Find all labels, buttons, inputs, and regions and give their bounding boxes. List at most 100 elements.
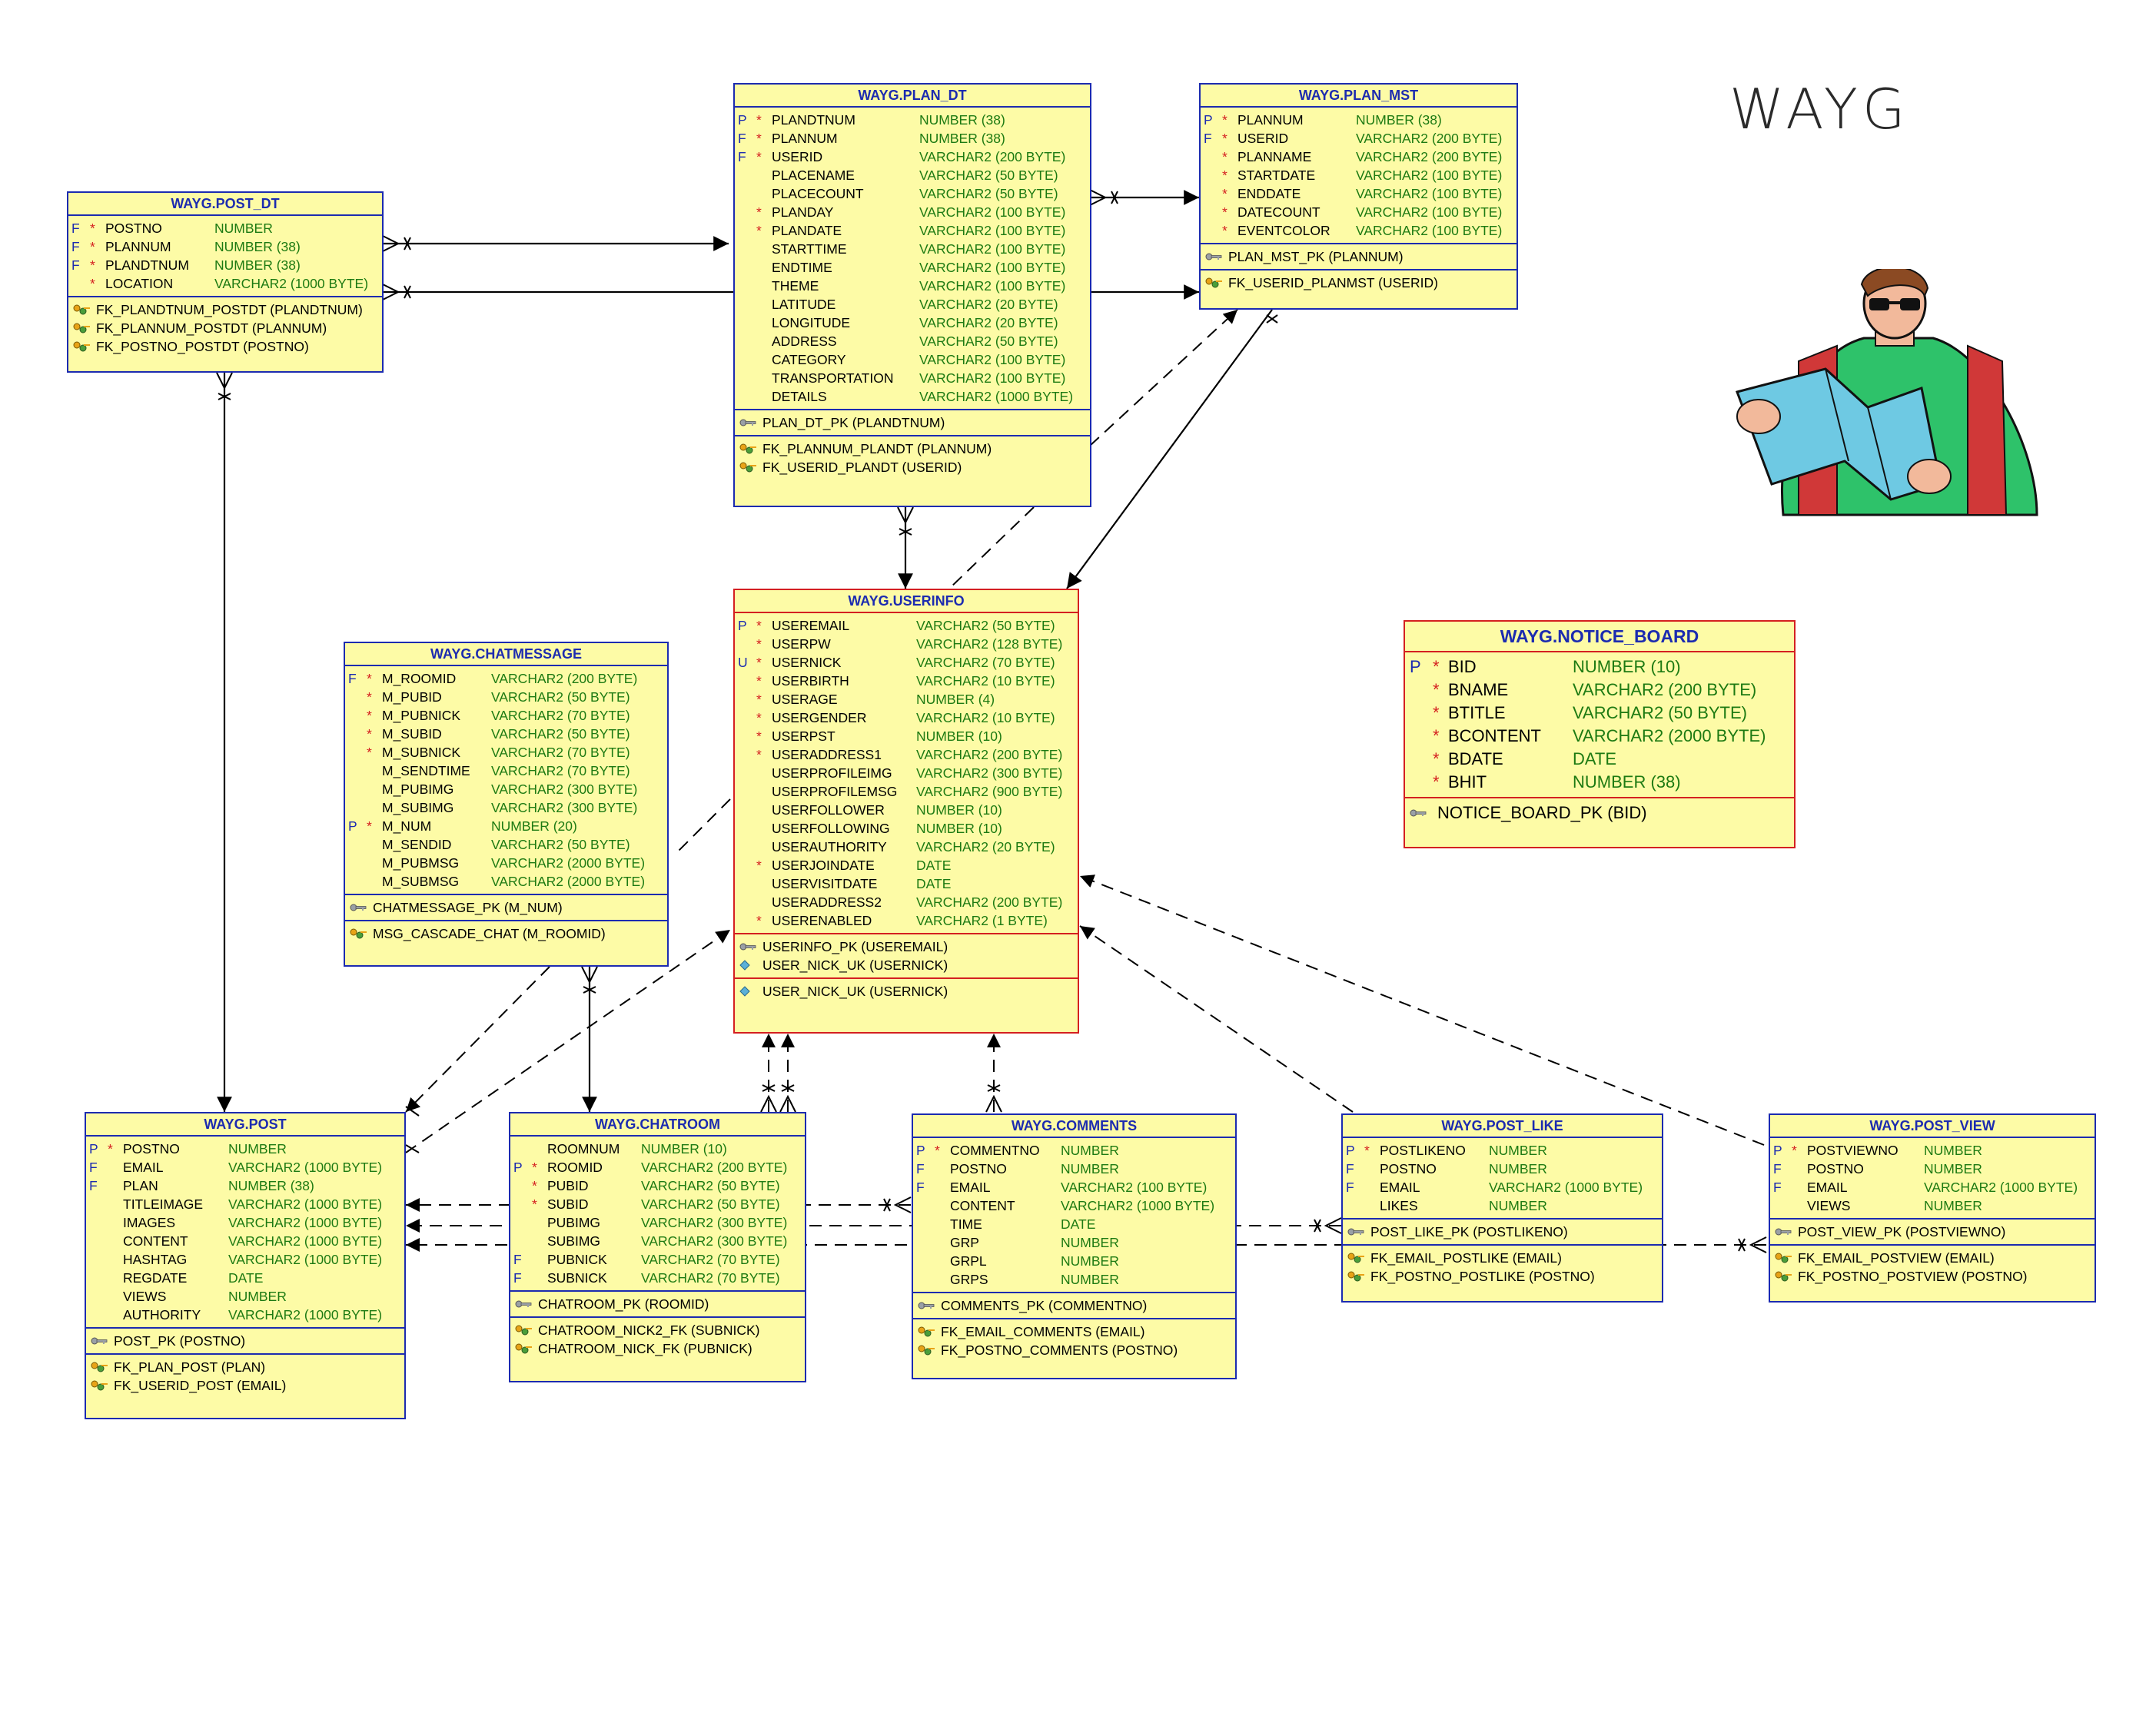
column-name: TITLEIMAGE <box>123 1196 204 1212</box>
column-name: USERNICK <box>772 655 842 670</box>
key-name: CHATMESSAGE_PK (M_NUM) <box>373 900 563 915</box>
column-name: M_SUBMSG <box>382 874 460 889</box>
column-type: NUMBER (20) <box>491 818 577 834</box>
mandatory-mark: * <box>532 1196 537 1212</box>
mandatory-mark: * <box>756 149 762 164</box>
rel-postlike-userinfo <box>1079 925 1354 1113</box>
mandatory-mark: * <box>1222 112 1227 128</box>
column-type: NUMBER <box>214 221 273 236</box>
mandatory-mark: * <box>367 818 372 834</box>
column-type: VARCHAR2 (100 BYTE) <box>1061 1180 1208 1195</box>
mandatory-mark: * <box>1433 726 1440 745</box>
column-name: M_PUBNICK <box>382 708 461 723</box>
column-type: VARCHAR2 (70 BYTE) <box>491 763 630 778</box>
column-name: USERAGE <box>772 692 838 707</box>
key-name: PLAN_MST_PK (PLANNUM) <box>1228 249 1404 264</box>
key-section: FK_PLANDTNUM_POSTDT (PLANDTNUM)FK_PLANNU… <box>68 296 382 359</box>
mandatory-mark: * <box>935 1143 940 1158</box>
column-name: PLANNUM <box>1237 112 1304 128</box>
table-title: WAYG.CHATROOM <box>510 1113 805 1137</box>
column-type: VARCHAR2 (100 BYTE) <box>1356 204 1503 220</box>
column-type: VARCHAR2 (1000 BYTE) <box>228 1196 383 1212</box>
column-flag: F <box>738 149 746 164</box>
column-type: VARCHAR2 (300 BYTE) <box>916 765 1063 781</box>
table-title: WAYG.NOTICE_BOARD <box>1405 622 1794 652</box>
key-row: FK_PLANNUM_PLANDT (PLANNUM) <box>735 440 1090 458</box>
column-name: USERPROFILEIMG <box>772 765 892 781</box>
column-type: VARCHAR2 (1000 BYTE) <box>228 1215 383 1230</box>
mandatory-mark: * <box>1792 1143 1797 1158</box>
key-name: USER_NICK_UK (USERNICK) <box>762 957 948 973</box>
key-row: PLAN_DT_PK (PLANDTNUM) <box>735 413 1090 432</box>
column-name: STARTDATE <box>1237 168 1316 183</box>
mandatory-mark: * <box>367 745 372 760</box>
column-name: BID <box>1448 657 1477 676</box>
foreign-key-icon <box>91 1362 108 1372</box>
column-name: USERAUTHORITY <box>772 839 887 855</box>
column-type: VARCHAR2 (50 BYTE) <box>641 1196 780 1212</box>
table-title: WAYG.COMMENTS <box>913 1115 1235 1138</box>
column-name: COMMENTNO <box>950 1143 1040 1158</box>
column-type: VARCHAR2 (1 BYTE) <box>916 913 1048 928</box>
column-name: BNAME <box>1448 680 1509 699</box>
column-type: VARCHAR2 (10 BYTE) <box>916 710 1055 725</box>
key-section: COMMENTS_PK (COMMENTNO) <box>913 1292 1235 1318</box>
key-section: FK_EMAIL_COMMENTS (EMAIL)FK_POSTNO_COMME… <box>913 1318 1235 1362</box>
column-type: VARCHAR2 (200 BYTE) <box>919 149 1066 164</box>
column-name: USERPST <box>772 728 835 744</box>
key-name: FK_PLAN_POST (PLAN) <box>114 1359 266 1375</box>
key-row: FK_PLANNUM_POSTDT (PLANNUM) <box>68 319 382 337</box>
column-type: NUMBER <box>1924 1198 1982 1213</box>
table-title: WAYG.POST <box>86 1113 404 1137</box>
key-name: FK_USERID_POST (EMAIL) <box>114 1378 287 1393</box>
column-name: USERBIRTH <box>772 673 849 689</box>
column-type: VARCHAR2 (10 BYTE) <box>916 673 1055 689</box>
column-name: POSTVIEWNO <box>1807 1143 1899 1158</box>
mandatory-mark: * <box>756 858 762 873</box>
key-row: CHATROOM_NICK2_FK (SUBNICK) <box>510 1321 805 1339</box>
key-row: FK_PLAN_POST (PLAN) <box>86 1358 404 1376</box>
column-flag: F <box>513 1270 522 1286</box>
column-type: VARCHAR2 (1000 BYTE) <box>919 389 1074 404</box>
key-name: FK_POSTNO_COMMENTS (POSTNO) <box>941 1342 1178 1358</box>
column-type: DATE <box>916 858 952 873</box>
primary-key-icon <box>739 943 756 951</box>
column-flag: P <box>1410 657 1421 676</box>
foreign-key-icon <box>1775 1253 1792 1263</box>
column-type: VARCHAR2 (50 BYTE) <box>491 726 630 742</box>
foreign-key-icon <box>73 341 90 352</box>
column-type: VARCHAR2 (200 BYTE) <box>491 671 638 686</box>
column-type: NUMBER (38) <box>214 257 301 273</box>
column-type: VARCHAR2 (128 BYTE) <box>916 636 1063 652</box>
key-section: PLAN_MST_PK (PLANNUM) <box>1201 243 1517 269</box>
column-name: LIKES <box>1380 1198 1418 1213</box>
column-flag: F <box>513 1252 522 1267</box>
column-name: ROOMNUM <box>547 1141 620 1157</box>
column-name: REGDATE <box>123 1270 188 1286</box>
